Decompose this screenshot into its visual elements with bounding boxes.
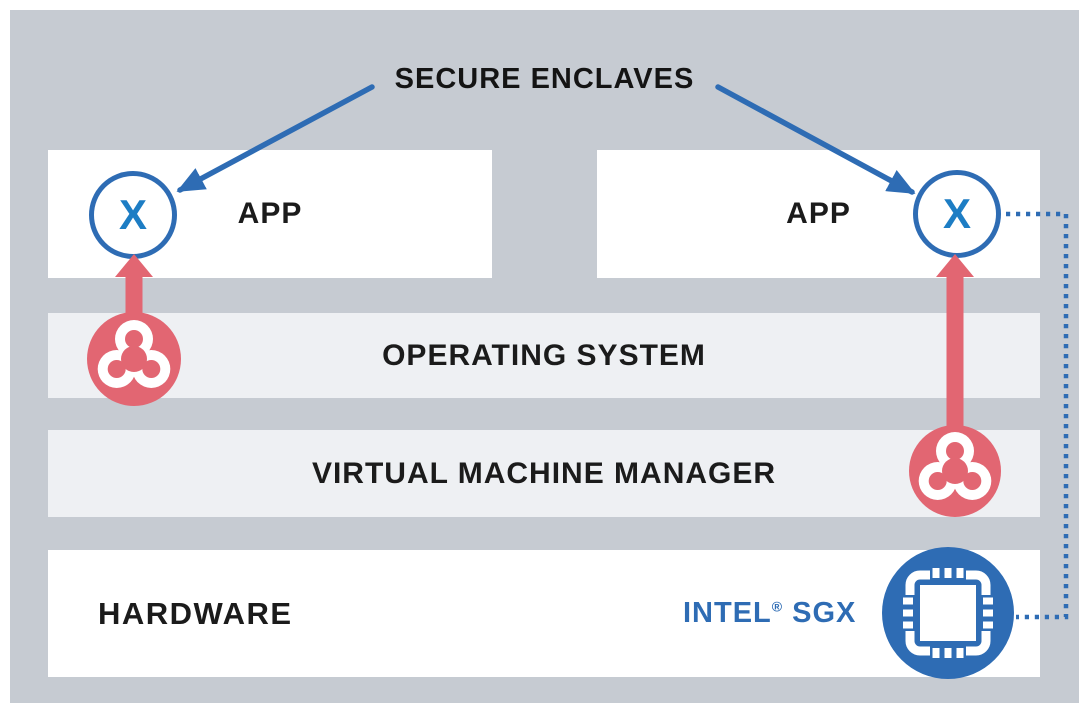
operating-system-layer: OPERATING SYSTEM — [48, 313, 1040, 398]
intel-sgx-label: INTEL® SGX — [683, 597, 856, 630]
secure-enclave-marker-left: X — [89, 171, 177, 259]
app-left-label: APP — [237, 197, 303, 230]
virtual-machine-manager-layer: VIRTUAL MACHINE MANAGER — [48, 430, 1040, 517]
hardware-layer: HARDWARE — [48, 550, 1040, 677]
enclave-right-x: X — [942, 190, 971, 237]
secure-enclave-marker-right: X — [913, 170, 1001, 258]
registered-mark: ® — [771, 598, 784, 615]
os-label: OPERATING SYSTEM — [382, 338, 706, 372]
app-right-label: APP — [786, 197, 851, 230]
hardware-label: HARDWARE — [98, 595, 293, 631]
vmm-label: VIRTUAL MACHINE MANAGER — [311, 456, 777, 490]
diagram-title: SECURE ENCLAVES — [394, 63, 695, 95]
enclave-left-x: X — [118, 191, 147, 238]
sgx-product-text: SGX — [792, 597, 857, 629]
intel-brand-text: INTEL — [683, 597, 772, 629]
